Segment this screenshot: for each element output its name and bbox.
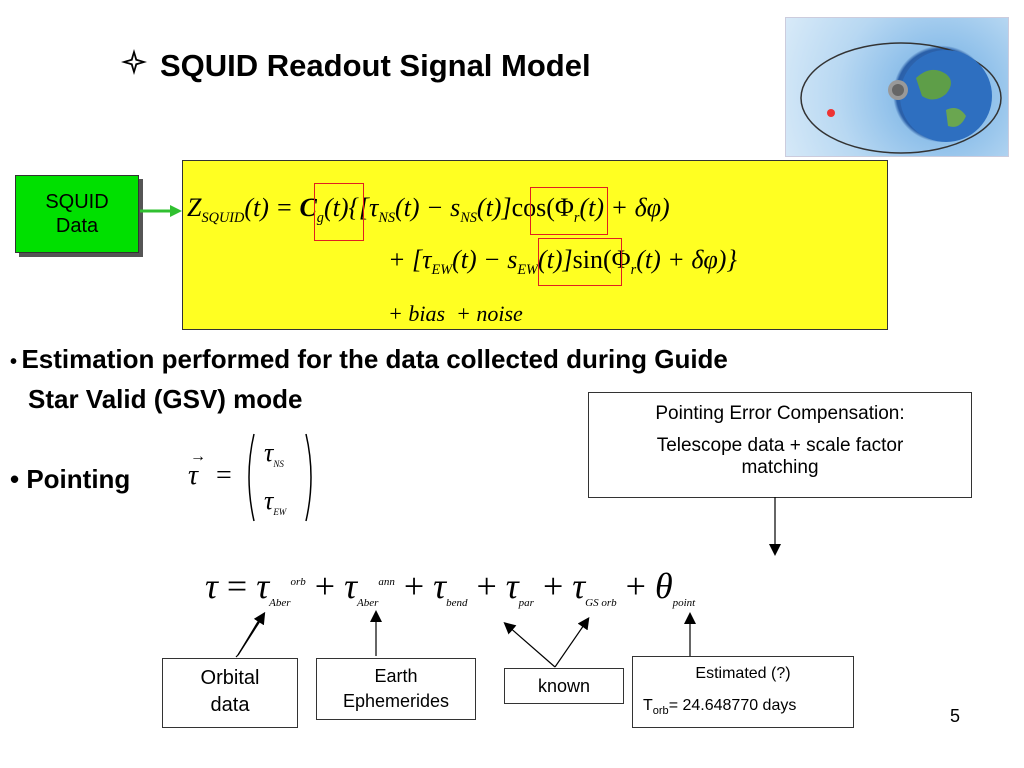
highlight-box-sns	[530, 187, 608, 235]
bullet-pointing: • Pointing	[10, 464, 130, 495]
estimated-box-line1: Estimated (?)	[695, 665, 791, 682]
orbital-box-line1: Orbital	[200, 667, 260, 689]
torb-sub: orb	[652, 705, 669, 718]
equation-line-3: + bias + noise	[388, 301, 523, 326]
torb-prefix: T	[643, 697, 653, 714]
orbital-box-line2: data	[210, 694, 250, 716]
pointing-box-line2: Telescope data + scale factor	[656, 435, 904, 456]
orbital-data-box: Orbital data	[162, 658, 298, 728]
equation-line-2: + [τEW(t) − sEW(t)]sin(Φr(t) + δφ)}	[388, 245, 737, 279]
equation-line-1: ZSQUID(t) = Cg(t){[τNS(t) − sNS(t)]cos(Φ…	[187, 193, 670, 227]
earth-ephemerides-box: Earth Ephemerides	[316, 658, 476, 720]
slide-title-text: SQUID Readout Signal Model	[160, 48, 591, 83]
bullet-estimation: • Estimation performed for the data coll…	[10, 344, 728, 375]
slide-title: SQUID Readout Signal Model	[120, 48, 591, 84]
diamond-bullet-icon	[120, 48, 150, 84]
pointing-vector-equation: τ→ = τNS τEW	[188, 430, 318, 525]
earth-box-line2: Ephemerides	[342, 691, 450, 711]
earth-orbit-illustration	[785, 17, 1009, 157]
bullet-estimation-line2: Star Valid (GSV) mode	[28, 384, 303, 414]
arrow-right-icon	[140, 205, 182, 217]
squid-data-label-line1: SQUID	[45, 191, 109, 213]
squid-data-label-line2: Data	[55, 215, 99, 237]
signal-model-equation: ZSQUID(t) = Cg(t){[τNS(t) − sNS(t)]cos(Φ…	[182, 160, 888, 330]
known-label: known	[537, 676, 591, 696]
earth-box-line1: Earth	[374, 666, 418, 686]
bullet-pointing-text: Pointing	[26, 464, 131, 494]
pointing-box-line1: Pointing Error Compensation:	[655, 403, 905, 424]
bullet-dot-icon: •	[10, 351, 18, 373]
bullet-dot-icon: •	[10, 464, 27, 494]
bullet-estimation-line1: Estimation performed for the data collec…	[21, 344, 728, 374]
highlight-box-sew	[538, 238, 622, 286]
estimated-box: Estimated (?) Torb= 24.648770 days	[632, 656, 854, 728]
highlight-box-cg	[314, 183, 364, 241]
torb-value-line: Torb= 24.648770 days	[633, 697, 853, 717]
page-number: 5	[950, 706, 961, 726]
tau-decomposition-equation: τ = τAberorb + τAberann + τbend + τpar +…	[205, 566, 696, 610]
pointing-box-line3: matching	[741, 457, 819, 478]
pointing-error-compensation-box: Pointing Error Compensation: Telescope d…	[588, 392, 972, 498]
torb-value: = 24.648770 days	[668, 697, 797, 714]
known-box: known	[504, 668, 624, 704]
squid-data-box: SQUID Data	[15, 175, 139, 253]
